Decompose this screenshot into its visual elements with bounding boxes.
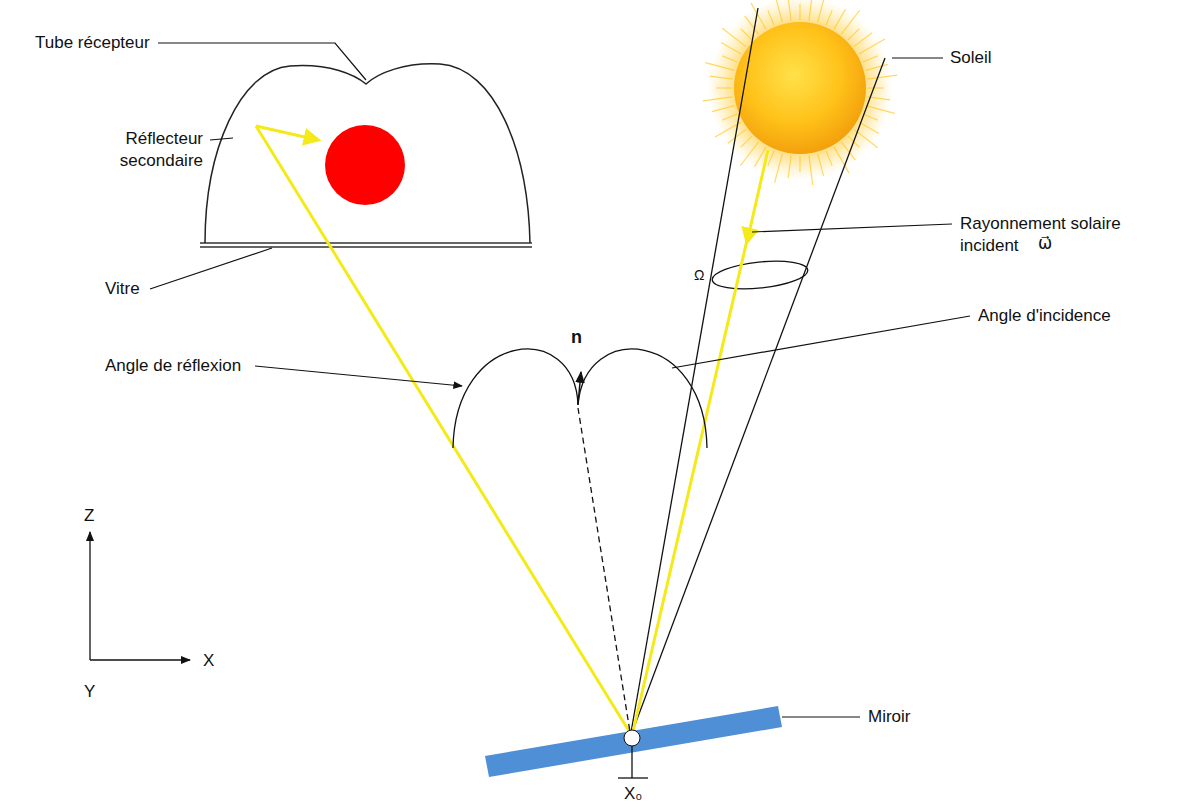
incident-ray <box>747 150 768 242</box>
vector-symbol: ω⃗ <box>1038 232 1052 254</box>
pivot <box>624 730 640 746</box>
reflection-arc <box>453 349 578 448</box>
position-label: X₀ <box>624 783 642 805</box>
receiver <box>200 64 532 247</box>
sun-glow <box>708 0 892 180</box>
leader-line <box>672 316 970 368</box>
leader-line <box>782 716 860 717</box>
position-line <box>631 746 632 778</box>
incidence-arc <box>578 349 707 448</box>
leader-line <box>158 43 366 80</box>
part-label: Miroir <box>868 706 911 728</box>
normal-symbol: n <box>571 326 582 348</box>
axis-x <box>90 659 190 660</box>
solid-angle-ellipse <box>711 257 809 293</box>
axis-label: X <box>203 650 214 672</box>
sun <box>734 22 866 154</box>
angle-symbol: Ω <box>694 264 704 286</box>
secondary-reflector <box>205 64 530 243</box>
leader-line <box>752 224 952 232</box>
glass-line <box>200 246 532 248</box>
reflected-ray <box>256 126 318 140</box>
part-label: Angle d'incidence <box>978 305 1111 327</box>
position-tick <box>618 777 648 778</box>
axis-z <box>89 532 90 660</box>
part-label: Tube récepteur <box>35 32 150 54</box>
leader-line <box>255 366 462 386</box>
glass-line <box>200 242 532 244</box>
leader-line <box>892 57 943 58</box>
leader-line <box>210 138 233 140</box>
part-label: Réflecteur secondaire <box>95 128 203 172</box>
receiver-tube <box>325 125 405 205</box>
part-label: Soleil <box>950 47 992 69</box>
axis-label: Y <box>84 681 95 703</box>
leader-line <box>150 248 272 289</box>
cone-line <box>630 8 758 738</box>
part-label: Vitre <box>105 278 140 300</box>
reflected-ray <box>256 126 632 736</box>
mirror <box>485 706 782 777</box>
axis-label: Z <box>84 505 94 527</box>
incident-ray <box>632 236 748 736</box>
cone-line <box>630 58 885 738</box>
part-label: Angle de réflexion <box>105 355 241 377</box>
normal-dashed <box>578 408 630 732</box>
